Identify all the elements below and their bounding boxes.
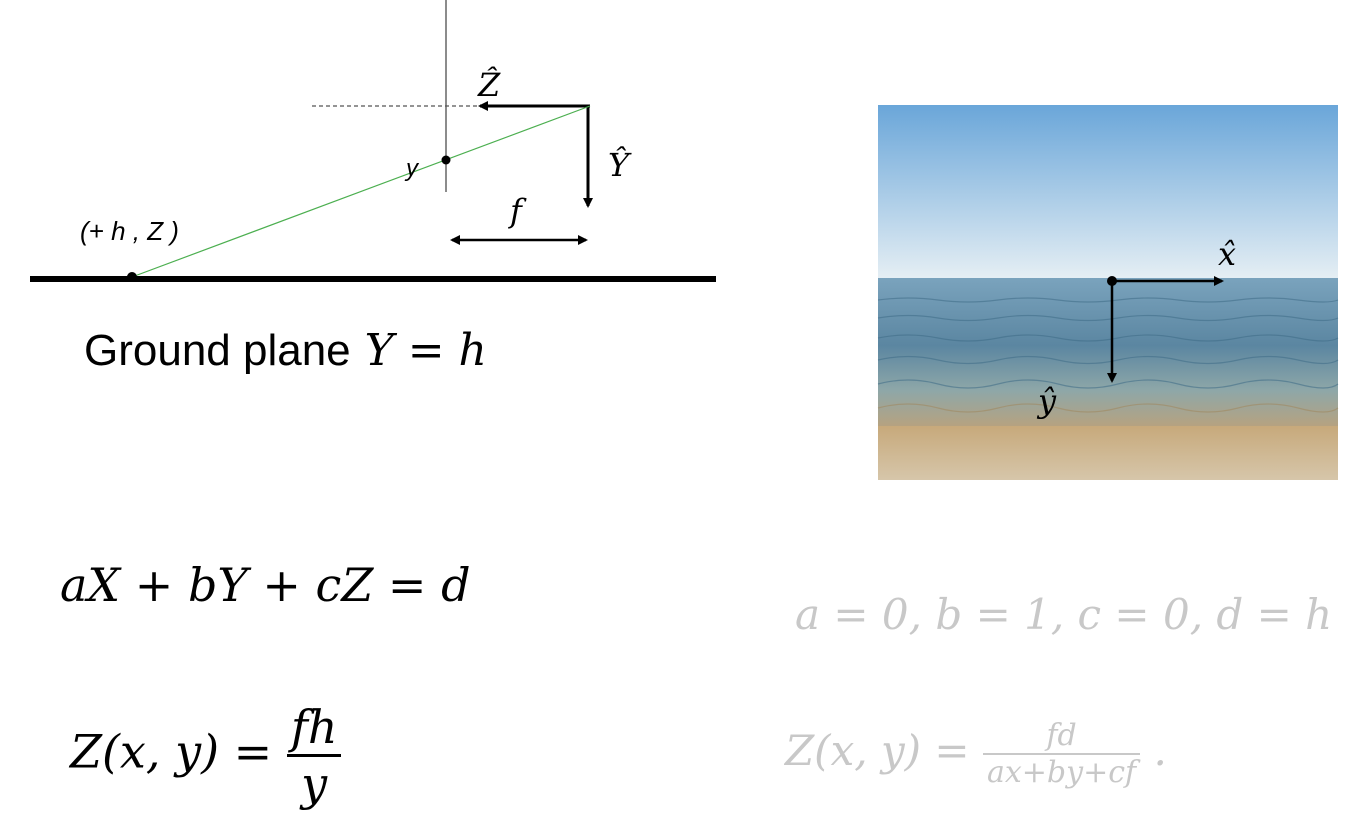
plane-equation: aX + bY + cZ = d [60,558,471,612]
ground-plane-equation: Y = h [364,325,487,376]
depth-equation-numerator: fh [290,700,338,754]
axis-z-label: Ẑ [477,66,501,104]
general-depth-tail: . [1153,726,1167,775]
photo-x-axis-label: x̂ [1218,235,1236,273]
focal-length-label: f [508,192,527,230]
plane-parameters: a = 0, b = 1, c = 0, d = h [795,590,1333,639]
sea-photo: x̂ ŷ [877,105,1339,480]
photo-y-axis-label: ŷ [1036,382,1057,420]
depth-equation-lhs: Z(x, y) = [70,724,273,779]
general-depth-numerator: fd [1046,718,1077,753]
depth-equation-fraction: fh y [286,700,342,811]
photo-origin-dot [1107,276,1117,286]
depth-equation-denominator: y [286,754,342,811]
ground-point-dot [127,272,137,282]
axis-y-label: Ŷ [608,146,632,184]
general-depth-lhs: Z(x, y) = [785,726,970,775]
image-point-label: y [404,155,420,182]
ground-plane-caption: Ground plane Y = h [84,325,487,376]
general-depth-denominator: ax+by+cf [982,753,1141,790]
photo-sand [878,426,1338,480]
photo-waves [877,297,1339,413]
general-depth-equation: Z(x, y) = fd ax+by+cf . [785,718,1167,790]
general-depth-fraction: fd ax+by+cf [982,718,1141,790]
camera-geometry-diagram: Ẑ Ŷ y f (+ h , Z ) [30,0,716,282]
ground-plane-text: Ground plane [84,326,351,375]
photo-sea [878,278,1338,428]
projection-ray [131,105,591,278]
image-point-dot [441,155,451,165]
depth-equation: Z(x, y) = fh y [70,700,342,811]
photo-sky [878,105,1338,280]
ground-point-label: (+ h , Z ) [80,216,179,246]
